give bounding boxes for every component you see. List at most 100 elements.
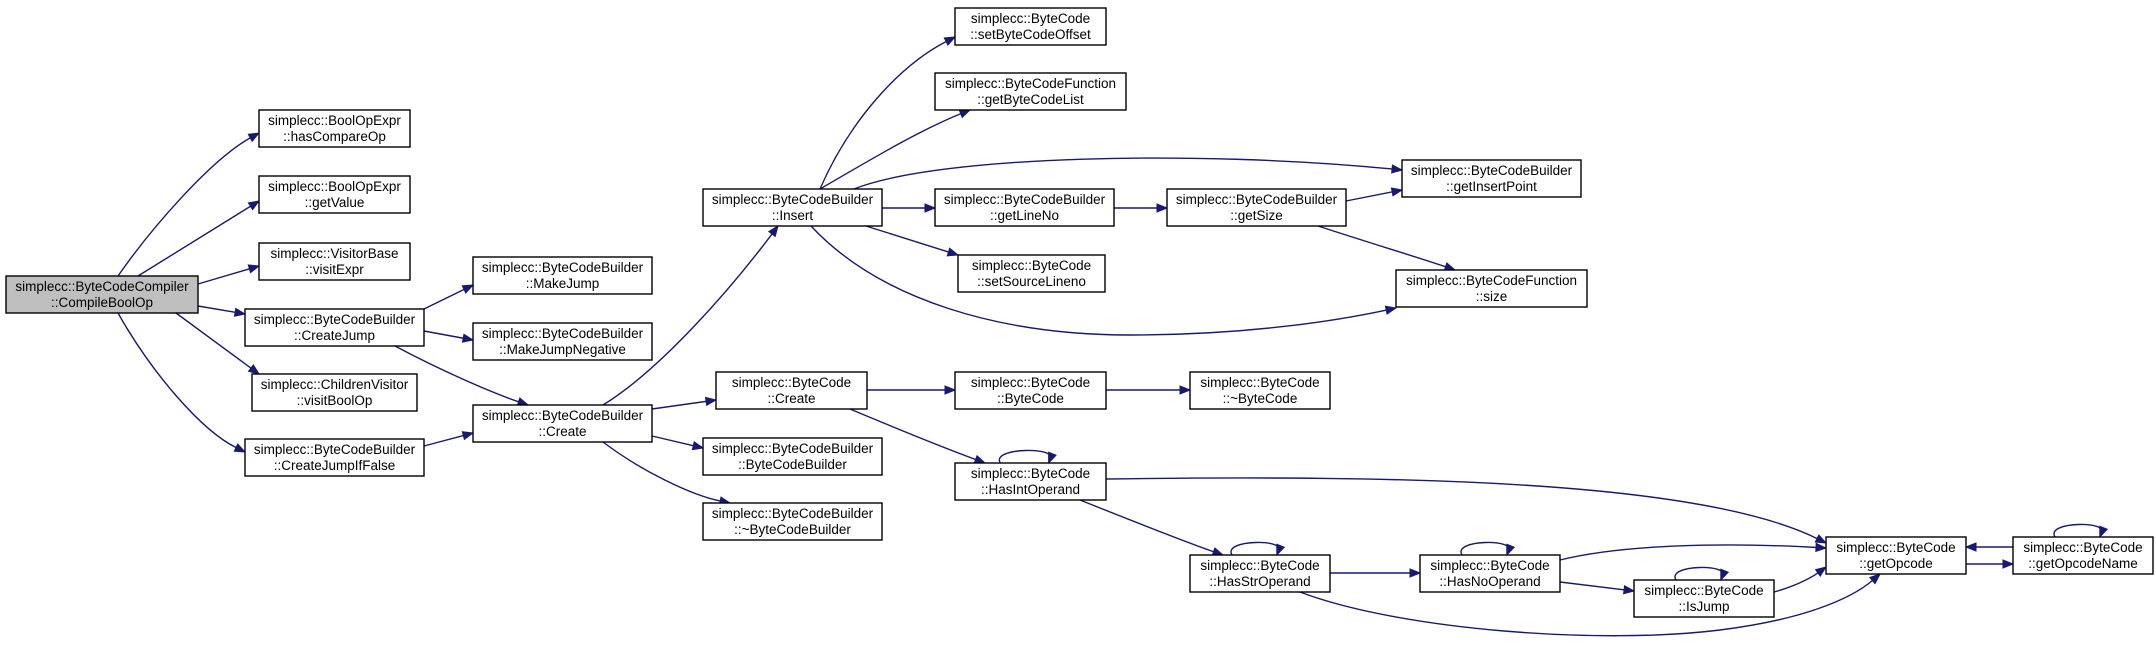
edge-has-no-operand-to-has-no-operand bbox=[1460, 541, 1516, 557]
node-visit-expr[interactable]: simplecc::VisitorBase::visitExpr bbox=[258, 242, 411, 281]
edge-arrowhead bbox=[704, 396, 718, 407]
edge-line bbox=[602, 232, 774, 406]
edge-get-size-to-function-size bbox=[1317, 225, 1457, 272]
node-bytecode-dtor[interactable]: simplecc::ByteCode::~ByteCode bbox=[1189, 371, 1331, 410]
edge-line bbox=[998, 449, 1051, 464]
node-create-jump[interactable]: simplecc::ByteCodeBuilder::CreateJump bbox=[244, 308, 425, 347]
node-get-size[interactable]: simplecc::ByteCodeBuilder::getSize bbox=[1166, 188, 1347, 227]
node-method-label: ::CreateJumpIfFalse bbox=[274, 458, 396, 473]
node-method-label: ::getByteCodeList bbox=[977, 92, 1084, 107]
node-class-label: simplecc::BoolOpExpr bbox=[268, 113, 401, 128]
edge-arrowhead bbox=[944, 385, 957, 395]
edge-arrowhead bbox=[958, 109, 972, 119]
node-class-label: simplecc::VisitorBase bbox=[270, 246, 398, 261]
edge-bytecode-create-to-bytecode-ctor bbox=[867, 385, 957, 395]
edge-line bbox=[117, 312, 238, 449]
node-create-jump-if-false[interactable]: simplecc::ByteCodeBuilder::CreateJumpIfF… bbox=[244, 438, 425, 477]
node-has-compare-op[interactable]: simplecc::BoolOpExpr::hasCompareOp bbox=[258, 109, 411, 148]
node-get-opcode-name[interactable]: simplecc::ByteCode::getOpcodeName bbox=[2012, 536, 2154, 575]
node-class-label: simplecc::ByteCodeBuilder bbox=[254, 442, 416, 457]
node-method-label: ::getLineNo bbox=[990, 208, 1059, 223]
node-get-opcode[interactable]: simplecc::ByteCode::getOpcode bbox=[1825, 536, 1967, 575]
node-get-bytecode-list[interactable]: simplecc::ByteCodeFunction::getByteCodeL… bbox=[934, 72, 1127, 111]
node-get-insert-point[interactable]: simplecc::ByteCodeBuilder::getInsertPoin… bbox=[1401, 159, 1582, 198]
node-has-str-operand[interactable]: simplecc::ByteCode::HasStrOperand bbox=[1189, 554, 1331, 593]
node-box bbox=[258, 242, 411, 281]
edge-insert-to-function-size bbox=[810, 225, 1398, 336]
node-builder-ctor[interactable]: simplecc::ByteCodeBuilder::ByteCodeBuild… bbox=[702, 437, 883, 476]
edge-arrowhead bbox=[247, 132, 261, 143]
node-insert[interactable]: simplecc::ByteCodeBuilder::Insert bbox=[702, 188, 883, 227]
edge-bytecode-ctor-to-bytecode-dtor bbox=[1106, 385, 1192, 395]
node-method-label: ::hasCompareOp bbox=[283, 129, 386, 144]
node-box bbox=[934, 72, 1127, 111]
edge-is-jump-to-get-opcode bbox=[1773, 566, 1828, 593]
node-get-line-no[interactable]: simplecc::ByteCodeBuilder::getLineNo bbox=[934, 188, 1115, 227]
node-class-label: simplecc::ByteCodeBuilder bbox=[482, 326, 644, 341]
node-method-label: ::HasIntOperand bbox=[981, 482, 1080, 497]
node-method-label: ::size bbox=[1476, 289, 1508, 304]
edge-line bbox=[1345, 191, 1394, 202]
edge-create-jump-to-make-jump-negative bbox=[423, 330, 475, 343]
node-has-int-operand[interactable]: simplecc::ByteCode::HasIntOperand bbox=[954, 462, 1107, 501]
node-method-label: ::getOpcode bbox=[1859, 556, 1933, 571]
edge-arrowhead bbox=[1156, 203, 1169, 213]
edge-has-str-operand-to-has-no-operand bbox=[1330, 568, 1422, 578]
edge-arrowhead bbox=[2099, 525, 2109, 539]
node-box bbox=[472, 404, 653, 443]
edge-arrowhead bbox=[1815, 542, 1828, 553]
edge-arrowhead bbox=[1506, 543, 1516, 557]
edge-has-int-operand-to-has-int-operand bbox=[998, 449, 1057, 465]
edge-arrowhead bbox=[461, 431, 475, 441]
node-box bbox=[954, 462, 1107, 501]
edge-line bbox=[394, 345, 520, 403]
node-class-label: simplecc::ByteCodeBuilder bbox=[712, 192, 874, 207]
node-box bbox=[472, 256, 653, 295]
node-class-label: simplecc::ByteCodeBuilder bbox=[254, 312, 416, 327]
node-builder-create[interactable]: simplecc::ByteCodeBuilder::Create bbox=[472, 404, 653, 443]
node-builder-dtor[interactable]: simplecc::ByteCodeBuilder::~ByteCodeBuil… bbox=[702, 502, 883, 541]
node-class-label: simplecc::ByteCode bbox=[1200, 375, 1319, 390]
edge-line bbox=[819, 40, 948, 190]
node-class-label: simplecc::ByteCode bbox=[971, 466, 1090, 481]
edge-line bbox=[423, 330, 465, 340]
node-make-jump[interactable]: simplecc::ByteCodeBuilder::MakeJump bbox=[472, 256, 653, 295]
edge-insert-to-get-line-no bbox=[882, 203, 937, 213]
node-box bbox=[1825, 536, 1967, 575]
node-is-jump[interactable]: simplecc::ByteCode::IsJump bbox=[1633, 579, 1775, 618]
node-set-source-lineno[interactable]: simplecc::ByteCode::setSourceLineno bbox=[957, 254, 1106, 293]
node-get-value[interactable]: simplecc::BoolOpExpr::getValue bbox=[258, 175, 411, 214]
edge-line bbox=[865, 225, 950, 253]
edge-builder-create-to-insert bbox=[602, 224, 779, 406]
edge-line bbox=[1559, 544, 1818, 561]
node-visit-bool-op[interactable]: simplecc::ChildrenVisitor::visitBoolOp bbox=[251, 373, 418, 412]
node-box bbox=[702, 188, 883, 227]
node-bytecode-create[interactable]: simplecc::ByteCode::Create bbox=[715, 371, 868, 410]
node-box bbox=[472, 322, 653, 361]
node-make-jump-negative[interactable]: simplecc::ByteCodeBuilder::MakeJumpNegat… bbox=[472, 322, 653, 361]
node-method-label: ::MakeJump bbox=[526, 276, 600, 291]
node-set-bytecode-offset[interactable]: simplecc::ByteCode::setByteCodeOffset bbox=[954, 7, 1107, 46]
node-compile-bool-op[interactable]: simplecc::ByteCodeCompiler::CompileBoolO… bbox=[5, 275, 199, 314]
node-method-label: ::Create bbox=[538, 424, 586, 439]
node-method-label: ::CompileBoolOp bbox=[51, 295, 153, 310]
edge-arrowhead bbox=[233, 307, 247, 317]
node-method-label: ::getInsertPoint bbox=[1446, 179, 1537, 194]
edge-line bbox=[1317, 225, 1447, 268]
edge-arrowhead bbox=[1814, 534, 1828, 544]
node-box bbox=[1395, 269, 1588, 308]
node-box bbox=[1189, 371, 1331, 410]
edge-line bbox=[197, 305, 237, 314]
node-function-size[interactable]: simplecc::ByteCodeFunction::size bbox=[1395, 269, 1588, 308]
node-method-label: ::MakeJumpNegative bbox=[499, 342, 626, 357]
node-box bbox=[957, 254, 1106, 293]
edge-insert-to-get-insert-point bbox=[853, 157, 1404, 190]
node-method-label: ::getValue bbox=[305, 195, 365, 210]
node-bytecode-ctor[interactable]: simplecc::ByteCode::ByteCode bbox=[954, 371, 1107, 410]
node-class-label: simplecc::ByteCode bbox=[2023, 540, 2142, 555]
node-method-label: ::~ByteCodeBuilder bbox=[734, 522, 851, 537]
node-has-no-operand[interactable]: simplecc::ByteCode::HasNoOperand bbox=[1419, 554, 1561, 593]
edge-has-str-operand-to-get-opcode bbox=[1299, 573, 1882, 637]
node-class-label: simplecc::ByteCodeBuilder bbox=[712, 441, 874, 456]
node-method-label: ::getOpcodeName bbox=[2028, 556, 2138, 571]
